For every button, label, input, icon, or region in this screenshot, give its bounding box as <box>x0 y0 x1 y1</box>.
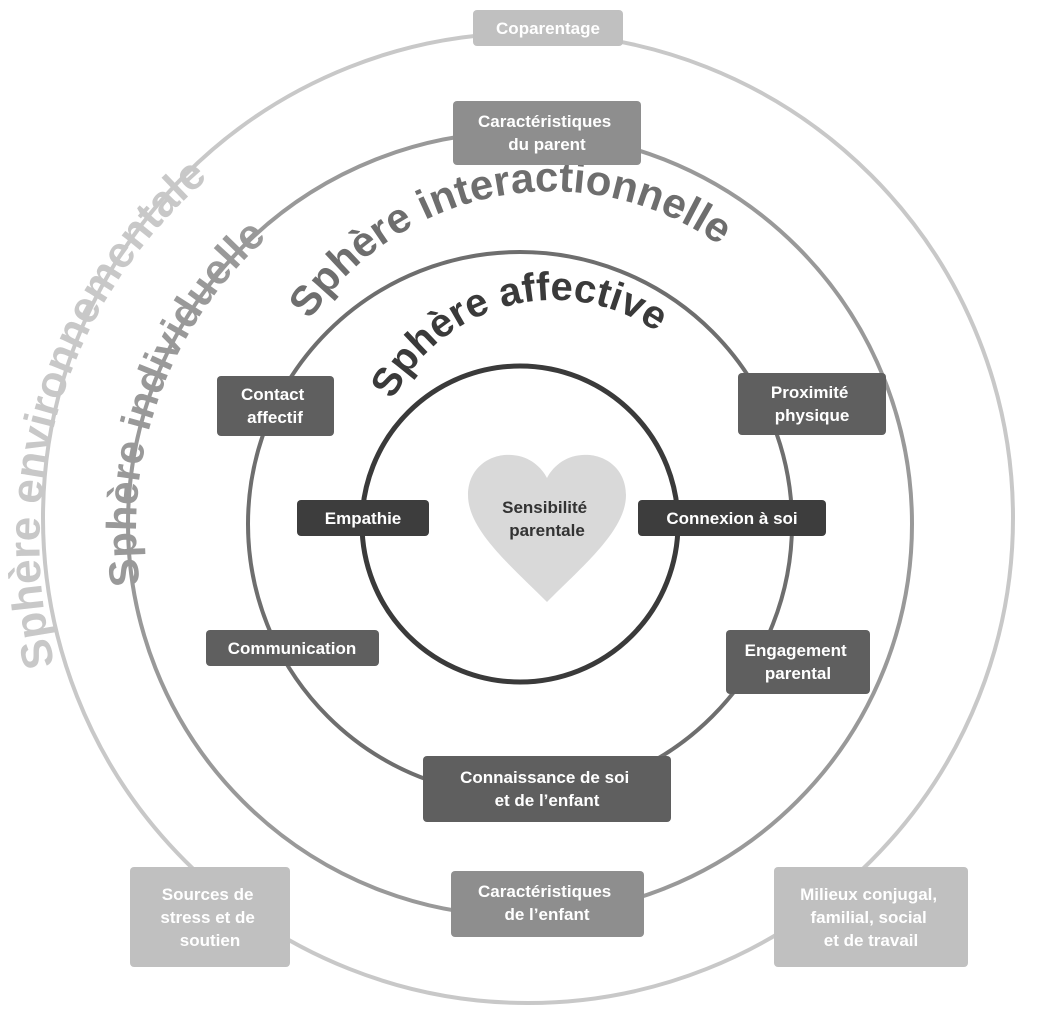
svg-text:Connaissance de soi et d: Connaissance de soi et de l’enfant <box>460 768 634 810</box>
svg-text:Proximité physique: Proximité physique <box>771 383 853 425</box>
svg-text:Communication: Communication <box>228 639 356 658</box>
svg-text:Contact affectif: Contact affectif <box>241 385 309 427</box>
box-communication: Communication <box>206 630 379 666</box>
box-sources-de-stress: Sources de stress et de soutien <box>130 867 290 967</box>
sphere-environnementale-label: Sphère environnementale <box>0 149 215 674</box>
svg-text:Connexion à soi: Connexion à soi <box>666 509 797 528</box>
svg-text:Sources de stress et de: Sources de stress et de soutien <box>160 885 259 950</box>
heart-icon <box>468 454 626 602</box>
box-coparentage: Coparentage <box>473 10 623 46</box>
center-label: Sensibilité parentale <box>502 498 592 540</box>
svg-text:Caractéristiques de l’en: Caractéristiques de l’enfant <box>478 882 616 924</box>
box-caracteristiques-de-l-enfant: Caractéristiques de l’enfant <box>451 871 644 937</box>
svg-text:Engagement parental: Engagement parental <box>745 641 852 683</box>
box-contact-affectif: Contact affectif <box>217 376 334 436</box>
center-label-line-1: Sensibilité <box>502 498 587 517</box>
box-engagement-parental: Engagement parental <box>726 630 870 694</box>
box-proximite-physique: Proximité physique <box>738 373 886 435</box>
svg-text:Coparentage: Coparentage <box>496 19 600 38</box>
box-connexion-a-soi: Connexion à soi <box>638 500 826 536</box>
svg-text:Milieux conjugal, famili: Milieux conjugal, familial, social et de… <box>800 885 942 950</box>
box-connaissance-de-soi: Connaissance de soi et de l’enfant <box>423 756 671 822</box>
svg-text:Empathie: Empathie <box>325 509 402 528</box>
box-milieux: Milieux conjugal, familial, social et de… <box>774 867 968 967</box>
sphere-affective-label: Sphère affective <box>362 265 675 405</box>
svg-text:Caractéristiques du pare: Caractéristiques du parent <box>478 112 616 154</box>
center-label-line-2: parentale <box>509 521 585 540</box>
box-caracteristiques-du-parent: Caractéristiques du parent <box>453 101 641 165</box>
box-empathie: Empathie <box>297 500 429 536</box>
